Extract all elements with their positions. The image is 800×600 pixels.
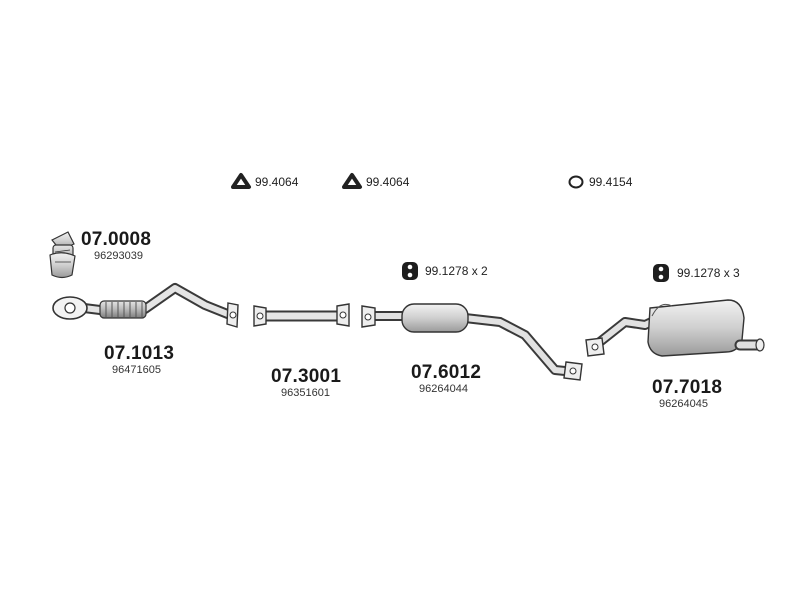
ring-gasket-icon (568, 175, 584, 189)
oem-number: 96293039 (94, 250, 143, 262)
oem-number: 96471605 (112, 364, 161, 376)
intermediate-pipe-icon (253, 303, 350, 327)
part-code: 07.1013 (104, 343, 175, 364)
part-code: 07.3001 (271, 366, 342, 387)
oem-number: 96351601 (281, 387, 330, 399)
oem-number: 96264044 (419, 383, 468, 395)
center-silencer-icon (361, 303, 583, 381)
part-code: 07.6012 (411, 362, 482, 383)
front-pipe-icon (52, 283, 239, 328)
accessory-code: 99.4154 (589, 175, 633, 189)
rubber-hanger-icon (402, 262, 418, 280)
part-code: 07.7018 (652, 377, 723, 398)
accessory-code: 99.4064 (255, 175, 299, 189)
accessory-code: 99.1278 x 2 (425, 264, 488, 278)
rear-silencer-icon (585, 299, 765, 357)
part-code: 07.0008 (81, 229, 152, 250)
accessory-code: 99.1278 x 3 (677, 266, 740, 280)
triangle-gasket-icon (231, 173, 251, 189)
accessory-code: 99.4064 (366, 175, 410, 189)
rubber-hanger-icon (653, 264, 669, 282)
catalytic-converter-icon (49, 231, 76, 279)
oem-number: 96264045 (659, 398, 708, 410)
triangle-gasket-icon (342, 173, 362, 189)
